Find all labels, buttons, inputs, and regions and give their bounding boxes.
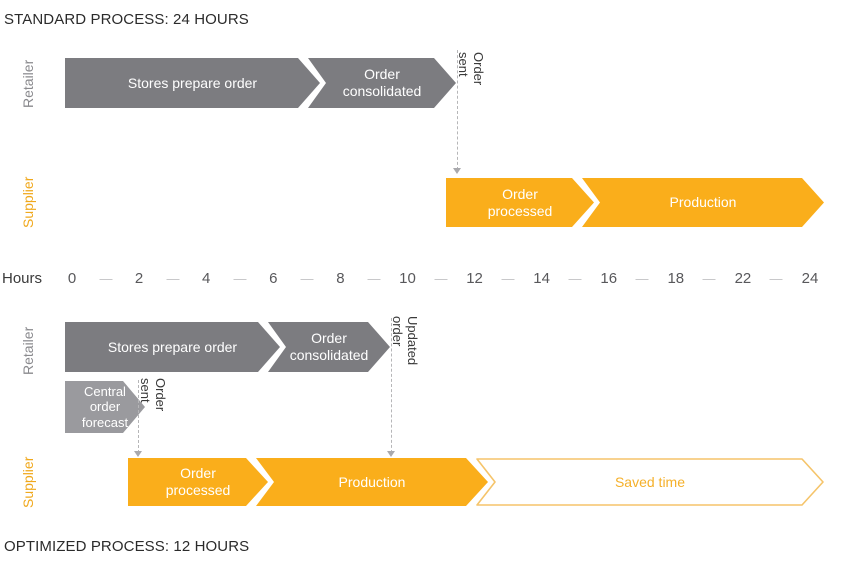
connector-order-sent-standard [457, 50, 458, 170]
optimized-process-title: OPTIMIZED PROCESS: 12 HOURS [4, 538, 250, 555]
lane-label-supplier-standard: Supplier [20, 176, 36, 228]
axis-tick-14: 14 [533, 270, 550, 287]
axis-tick-18: 18 [667, 270, 685, 287]
axis-dash-mark [635, 279, 649, 280]
lane-label-supplier-optimized: Supplier [20, 456, 36, 508]
axis-tick-4: 4 [202, 270, 211, 287]
connector-arrowhead-updated-order [387, 451, 395, 457]
lane-label-retailer-standard: Retailer [20, 59, 36, 108]
axis-tick-6: 6 [269, 270, 278, 287]
axis-dash-mark [434, 279, 448, 280]
connector-updated-order-optimized [391, 318, 392, 453]
bar-stores-prepare-order-standard[interactable]: Stores prepare order [65, 58, 320, 108]
bar-production-standard[interactable]: Production [582, 178, 824, 227]
axis-dash-mark [367, 279, 381, 280]
axis-dash-mark [501, 279, 515, 280]
axis-dash-mark [769, 279, 783, 280]
axis-dash-mark [99, 279, 113, 280]
axis-dash-mark [702, 279, 716, 280]
axis-tick-12: 12 [466, 270, 483, 287]
axis-tick-8: 8 [336, 270, 345, 287]
bar-stores-prepare-order-optimized[interactable]: Stores prepare order [65, 322, 280, 372]
axis-dash-mark [568, 279, 582, 280]
lane-label-retailer-optimized: Retailer [20, 326, 36, 375]
bar-label: Stores prepare order [107, 338, 238, 355]
axis-dash-mark [233, 279, 247, 280]
axis-title: Hours [2, 270, 43, 287]
connector-arrowhead-order-sent [134, 451, 142, 457]
axis-dash-mark [166, 279, 180, 280]
bar-label: Production [338, 473, 406, 490]
saved-time-outline-shape [476, 458, 824, 506]
axis-tick-10: 10 [399, 270, 416, 287]
bar-saved-time-optimized[interactable]: Saved time [476, 458, 824, 506]
bar-production-optimized[interactable]: Production [256, 458, 488, 506]
connector-arrowhead-standard [453, 168, 461, 174]
bar-label: Production [669, 194, 737, 211]
axis-tick-16: 16 [600, 270, 618, 287]
bar-label: Saved time [614, 474, 686, 490]
axis-tick-2: 2 [134, 270, 144, 287]
axis-tick-0: 0 [67, 270, 77, 287]
standard-process-title: STANDARD PROCESS: 24 HOURS [4, 11, 249, 28]
axis-tick-24: 24 [801, 270, 819, 287]
bar-label: Stores prepare order [127, 74, 258, 91]
axis-tick-22: 22 [734, 270, 752, 287]
axis-dash-mark [300, 279, 314, 280]
connector-order-sent-optimized [138, 380, 139, 453]
